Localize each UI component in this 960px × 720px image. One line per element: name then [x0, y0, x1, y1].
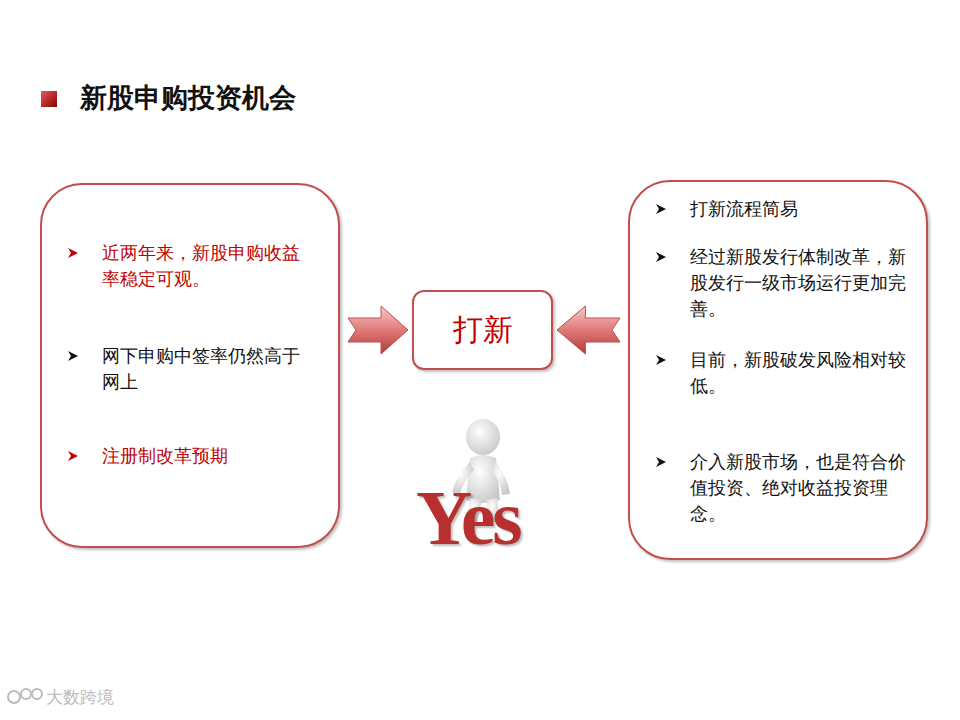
- center-box: 打新: [412, 290, 553, 370]
- bullet-text: 目前，新股破发风险相对较低。: [690, 347, 910, 399]
- yes-word: Yes: [416, 478, 520, 558]
- bullet-text: 介入新股市场，也是符合价值投资、绝对收益投资理念。: [690, 449, 910, 527]
- bullet-marker: [655, 354, 667, 366]
- bullet-marker: [655, 456, 667, 468]
- bullet-text: 打新流程简易: [690, 196, 910, 222]
- bullet-text: 近两年来，新股申购收益率稳定可观。: [102, 240, 307, 292]
- bullet-marker: [655, 203, 667, 215]
- watermark: 大数跨境: [46, 686, 114, 709]
- title-bullet: [41, 91, 57, 107]
- watermark-logo: [8, 689, 42, 703]
- bullet-marker: [67, 247, 79, 259]
- bullet-text: 经过新股发行体制改革，新股发行一级市场运行更加完善。: [690, 244, 910, 322]
- slide-title: 新股申购投资机会: [80, 80, 296, 116]
- bullet-marker: [67, 450, 79, 462]
- block-arrow: [557, 306, 620, 354]
- reason-panel: 打新流程简易经过新股发行体制改革，新股发行一级市场运行更加完善。目前，新股破发风…: [628, 180, 928, 560]
- bullet-text: 网下申购中签率仍然高于网上: [102, 343, 307, 395]
- block-arrow: [348, 306, 408, 354]
- bullet-marker: [655, 251, 667, 263]
- reason-panel: 近两年来，新股申购收益率稳定可观。网下申购中签率仍然高于网上注册制改革预期: [40, 183, 340, 548]
- bullet-marker: [67, 350, 79, 362]
- node-label: 打新: [414, 292, 551, 368]
- bullet-text: 注册制改革预期: [102, 443, 307, 469]
